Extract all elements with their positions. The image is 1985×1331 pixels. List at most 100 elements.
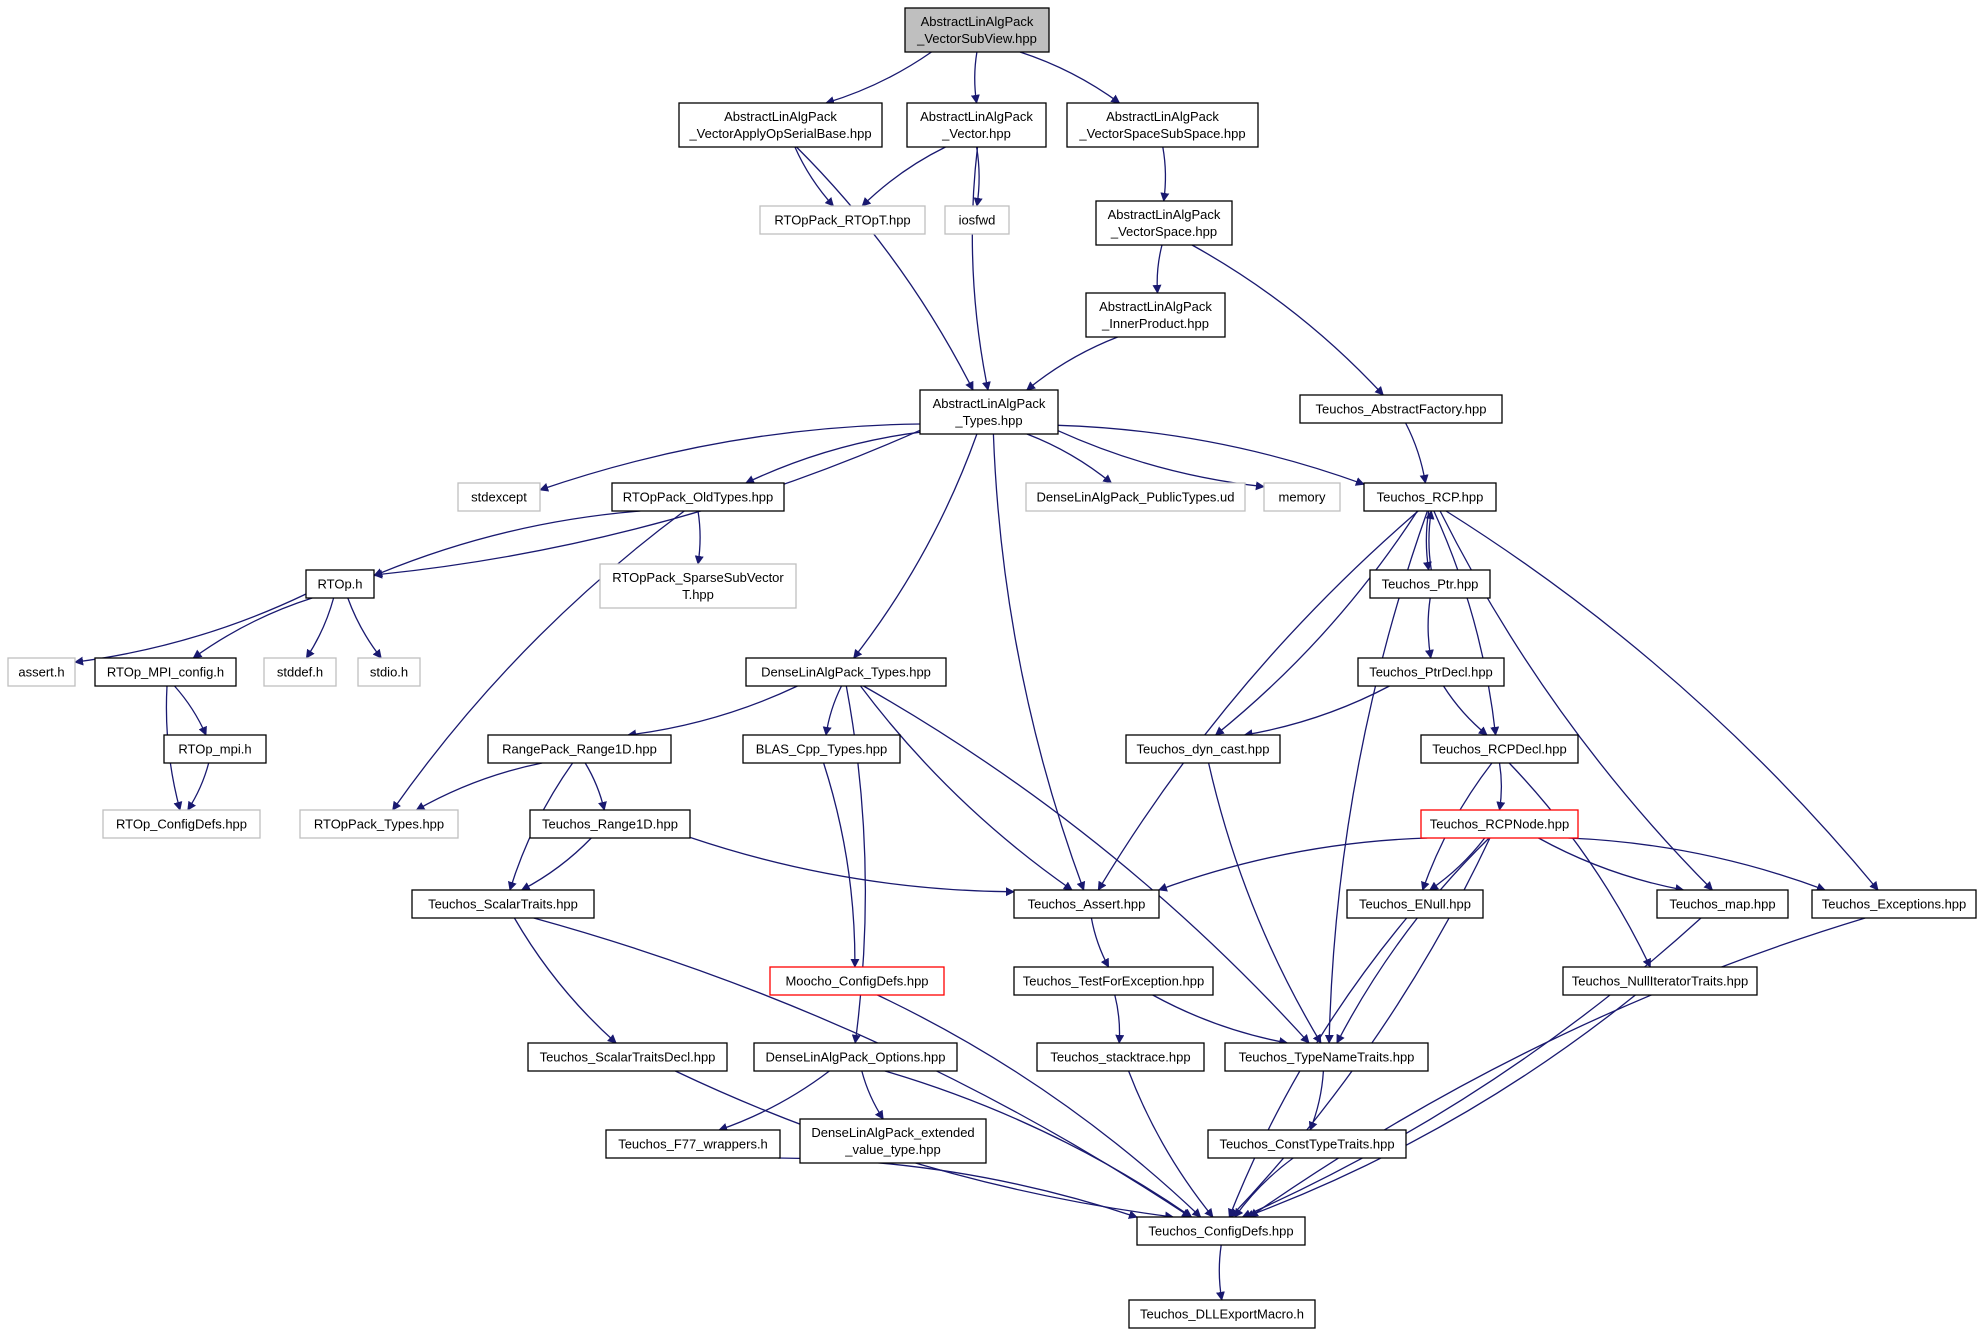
node-label: Teuchos_TypeNameTraits.hpp: [1239, 1050, 1415, 1065]
edge-dlatypes-to-tnt: [863, 685, 1310, 1044]
node-ptrdecl[interactable]: Teuchos_PtrDecl.hpp: [1357, 657, 1505, 687]
edge-ptr-to-ptrdecl: [1425, 597, 1434, 659]
node-mooconf[interactable]: Moocho_ConfigDefs.hpp: [769, 966, 945, 996]
node-rtoph[interactable]: RTOp.h: [305, 569, 375, 599]
node-box: [1136, 1216, 1306, 1246]
edge-testexc-to-tnt: [1152, 994, 1289, 1046]
node-dlaopt[interactable]: DenseLinAlgPack_Options.hpp: [753, 1042, 958, 1072]
edge-rcpdecl-to-nullit: [1508, 762, 1651, 968]
node-vaosb[interactable]: AbstractLinAlgPack_VectorApplyOpSerialBa…: [678, 102, 883, 148]
node-dlaext[interactable]: DenseLinAlgPack_extended_value_type.hpp: [799, 1118, 987, 1164]
node-testexc[interactable]: Teuchos_TestForException.hpp: [1013, 966, 1214, 996]
edge-trange1d-to-scalartraits: [520, 837, 592, 891]
node-label: RTOp_mpi.h: [178, 742, 251, 757]
node-vss[interactable]: AbstractLinAlgPack_VectorSpaceSubSpace.h…: [1066, 102, 1259, 148]
edge-rtopmpi-to-rtopconf: [187, 762, 210, 811]
node-box: [305, 569, 375, 599]
node-dlatypes[interactable]: DenseLinAlgPack_Types.hpp: [745, 657, 947, 687]
node-enull[interactable]: Teuchos_ENull.hpp: [1346, 889, 1484, 919]
edge-ctt-to-tconf: [1234, 1157, 1294, 1218]
node-box: [1066, 102, 1259, 148]
node-box: [1346, 889, 1484, 919]
node-box: [1013, 889, 1160, 919]
node-box: [1357, 657, 1505, 687]
node-absfac[interactable]: Teuchos_AbstractFactory.hpp: [1299, 394, 1503, 424]
node-rcpnode[interactable]: Teuchos_RCPNode.hpp: [1420, 809, 1579, 839]
edge-range1d-to-trange1d: [584, 762, 607, 811]
node-trange1d[interactable]: Teuchos_Range1D.hpp: [529, 809, 691, 839]
node-label: RTOpPack_Types.hpp: [314, 817, 444, 832]
node-rcpdecl[interactable]: Teuchos_RCPDecl.hpp: [1420, 734, 1579, 764]
node-stddef: stddef.h: [263, 657, 337, 687]
node-tconf[interactable]: Teuchos_ConfigDefs.hpp: [1136, 1216, 1306, 1246]
node-tassert[interactable]: Teuchos_Assert.hpp: [1013, 889, 1160, 919]
node-rtopt: RTOpPack_RTOpT.hpp: [759, 205, 926, 235]
node-ctt[interactable]: Teuchos_ConstTypeTraits.hpp: [1207, 1129, 1407, 1159]
edge-types-to-oldtypes: [745, 431, 921, 484]
node-blas[interactable]: BLAS_Cpp_Types.hpp: [742, 734, 901, 764]
edge-tassert-to-testexc: [1090, 917, 1110, 968]
node-ptr[interactable]: Teuchos_Ptr.hpp: [1369, 569, 1491, 599]
node-label: stdexcept: [471, 490, 527, 505]
edge-rcpnode-to-texc: [1568, 837, 1826, 892]
node-box: [1363, 482, 1497, 512]
node-box: [529, 809, 691, 839]
node-nullit[interactable]: Teuchos_NullIteratorTraits.hpp: [1562, 966, 1758, 996]
edge-mooconf-to-tconf: [877, 994, 1202, 1218]
node-box: [487, 734, 672, 764]
node-box: [457, 482, 541, 512]
node-label: Teuchos_AbstractFactory.hpp: [1315, 402, 1486, 417]
node-vsv[interactable]: AbstractLinAlgPack_VectorSubView.hpp: [904, 7, 1050, 53]
edge-vss-to-vs: [1160, 146, 1170, 202]
node-stdecl[interactable]: Teuchos_ScalarTraitsDecl.hpp: [527, 1042, 728, 1072]
node-label: _VectorSpaceSubSpace.hpp: [1078, 126, 1245, 141]
node-scalartraits[interactable]: Teuchos_ScalarTraits.hpp: [411, 889, 595, 919]
edge-types-to-rtoph: [373, 429, 921, 579]
node-box: [102, 809, 261, 839]
node-label: DenseLinAlgPack_Options.hpp: [766, 1050, 946, 1065]
node-rcp[interactable]: Teuchos_RCP.hpp: [1363, 482, 1497, 512]
node-dll[interactable]: Teuchos_DLLExportMacro.h: [1128, 1299, 1316, 1329]
edge-dlatypes-to-tassert: [859, 685, 1073, 891]
node-label: _Vector.hpp: [941, 126, 1011, 141]
edge-dlaopt-to-dlaext: [861, 1070, 884, 1120]
edge-vs-to-absfac: [1191, 244, 1384, 396]
node-memory: memory: [1263, 482, 1341, 512]
node-tnt[interactable]: Teuchos_TypeNameTraits.hpp: [1224, 1042, 1429, 1072]
node-mpiconf[interactable]: RTOp_MPI_config.h: [94, 657, 237, 687]
edge-blas-to-mooconf: [822, 762, 860, 968]
node-box: [7, 657, 76, 687]
node-dyncast[interactable]: Teuchos_dyn_cast.hpp: [1125, 734, 1281, 764]
node-vs[interactable]: AbstractLinAlgPack_VectorSpace.hpp: [1095, 200, 1233, 246]
node-box: [357, 657, 421, 687]
node-label: AbstractLinAlgPack: [920, 109, 1033, 124]
node-texc[interactable]: Teuchos_Exceptions.hpp: [1811, 889, 1977, 919]
node-rtopmpi[interactable]: RTOp_mpi.h: [163, 734, 267, 764]
node-range1d[interactable]: RangePack_Range1D.hpp: [487, 734, 672, 764]
node-label: DenseLinAlgPack_extended: [811, 1125, 974, 1140]
node-stack[interactable]: Teuchos_stacktrace.hpp: [1036, 1042, 1205, 1072]
node-label: RTOp_MPI_config.h: [107, 665, 224, 680]
node-types[interactable]: AbstractLinAlgPack_Types.hpp: [919, 389, 1059, 435]
edge-dlaopt-to-f77: [718, 1070, 830, 1132]
node-tmap[interactable]: Teuchos_map.hpp: [1656, 889, 1789, 919]
node-stdio: stdio.h: [357, 657, 421, 687]
node-label: Teuchos_RCPDecl.hpp: [1432, 742, 1566, 757]
node-vec[interactable]: AbstractLinAlgPack _Vector.hpp: [906, 102, 1047, 148]
node-box: [605, 1129, 781, 1159]
node-oldtypes[interactable]: RTOpPack_OldTypes.hpp: [611, 482, 785, 512]
node-label: Teuchos_ConstTypeTraits.hpp: [1219, 1137, 1394, 1152]
node-box: [1025, 482, 1246, 512]
edge-rtoph-to-stdio: [347, 597, 382, 659]
node-label: Teuchos_ConfigDefs.hpp: [1148, 1224, 1293, 1239]
node-label: Teuchos_NullIteratorTraits.hpp: [1572, 974, 1749, 989]
edge-vsv-to-vaosb: [825, 51, 932, 105]
node-ip[interactable]: AbstractLinAlgPack_InnerProduct.hpp: [1085, 292, 1226, 338]
node-label: Teuchos_RCPNode.hpp: [1430, 817, 1569, 832]
node-label: RTOpPack_SparseSubVector: [612, 570, 784, 585]
node-f77[interactable]: Teuchos_F77_wrappers.h: [605, 1129, 781, 1159]
edge-vec-to-types: [971, 146, 991, 391]
node-box: [1013, 966, 1214, 996]
edge-rcpnode-to-tnt: [1336, 837, 1490, 1044]
node-box: [163, 734, 267, 764]
